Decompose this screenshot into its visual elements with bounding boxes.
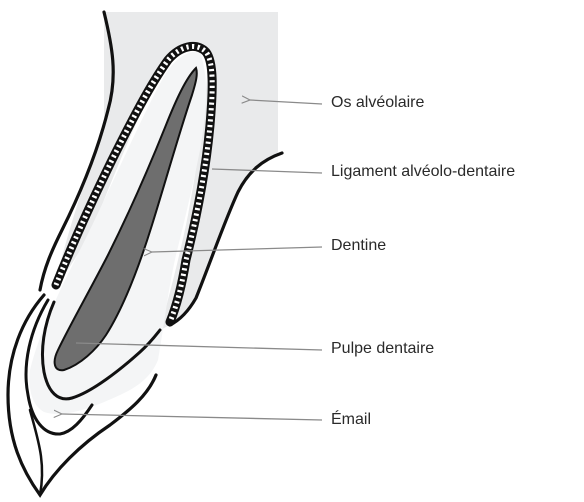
leader-email — [62, 414, 322, 420]
label-dentine: Dentine — [331, 237, 386, 255]
label-os-alveolaire: Os alvéolaire — [331, 94, 424, 112]
label-ligament: Ligament alvéolo-dentaire — [331, 163, 515, 181]
label-pulpe: Pulpe dentaire — [331, 340, 434, 358]
label-email: Émail — [331, 411, 371, 429]
